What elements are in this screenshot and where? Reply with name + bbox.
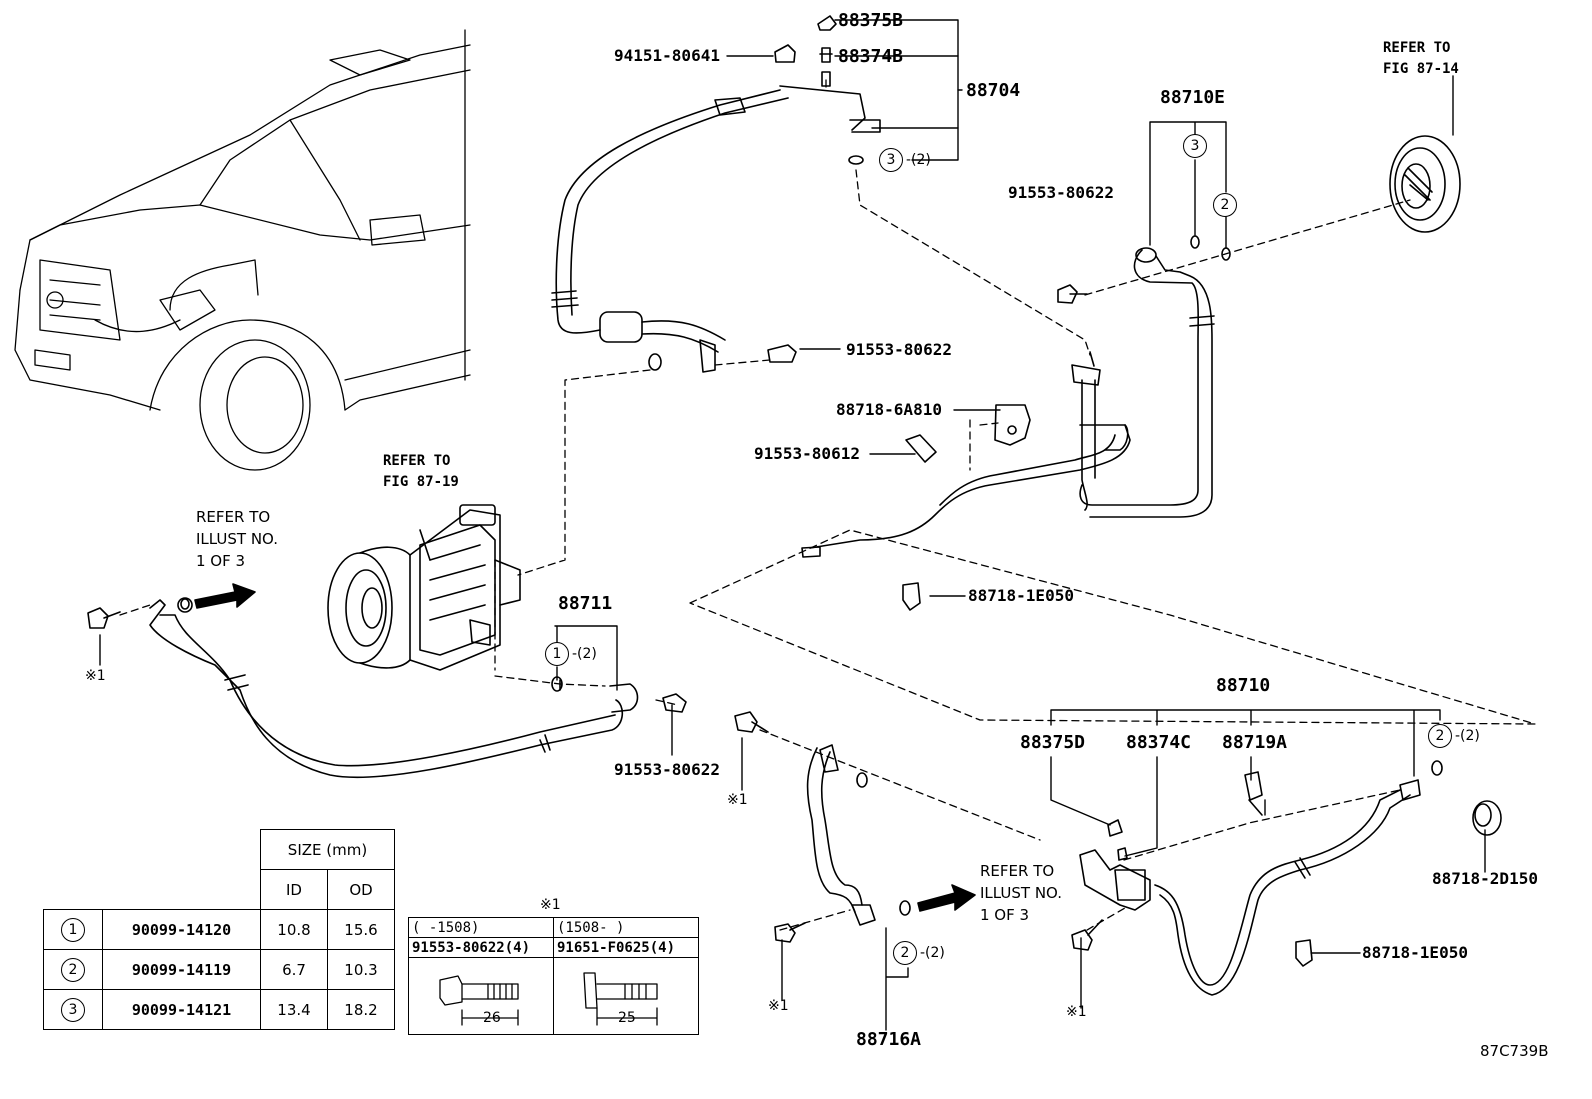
ref-illust-right-line2: ILLUST NO. [980,884,1063,902]
bolt-table-mark: ※1 [540,897,561,913]
dashed-lines [119,79,1536,931]
size-table-col-id: ID [260,869,328,910]
bolt-variant-table: ( -1508) (1508- ) 91553-80622(4) 91651-F… [408,917,699,1035]
size-table-col-od: OD [327,869,395,910]
row-index-cell: 2 [43,949,103,990]
label-88719A: 88719A [1222,732,1288,753]
label-88718-6A810: 88718-6A810 [836,400,942,419]
label-88716A: 88716A [856,1029,922,1050]
row-id: 13.4 [260,989,328,1030]
label-91553-80622-low: 91553-80622 [614,760,720,779]
bolt-mark-left: ※1 [85,668,106,684]
left-hose [149,597,639,779]
label-91553-80612: 91553-80612 [754,444,860,463]
ref-illust-right: REFER TO ILLUST NO. 1 OF 3 [980,860,1062,926]
qty-2-88710: -(2) [1455,728,1480,744]
row-index: 2 [61,957,85,982]
label-88710E: 88710E [1160,87,1226,108]
label-88375D: 88375D [1020,732,1086,753]
bracket-88718-6A810 [994,404,1031,446]
ref-illust-left: REFER TO ILLUST NO. 1 OF 3 [196,506,278,572]
label-94151-80641: 94151-80641 [614,46,720,65]
direction-arrows [194,583,976,912]
qty-2-88716A: -(2) [920,945,945,961]
bolt-mark-middle: ※1 [727,792,748,808]
grommet-fig-87-14 [1389,135,1461,233]
row-index-cell: 1 [43,909,103,950]
label-88375B: 88375B [838,10,904,31]
size-table-blank-2 [44,870,261,910]
label-88711: 88711 [558,593,613,614]
pipe-88710E [1071,247,1215,518]
ref-illust-left-line3: 1 OF 3 [196,552,246,570]
callout-2-88710E: 2 [1213,193,1237,217]
ref-fig-87-19-line2: FIG 87-19 [383,474,459,490]
bolt-range-left: ( -1508) [408,917,554,938]
bolt-mark-lower: ※1 [768,998,789,1014]
bolt-range-right: (1508- ) [553,917,699,938]
row-part: 90099-14121 [102,989,261,1030]
pipe-88716A [806,744,911,926]
callout-3-top: 3 [879,148,903,172]
qty-1-88711: -(2) [572,646,597,662]
row-id: 10.8 [260,909,328,950]
qty-3-top: -(2) [906,152,931,168]
label-88718-2D150: 88718-2D150 [1432,869,1538,888]
vehicle-illustration [14,29,471,471]
label-88704: 88704 [966,80,1021,101]
ref-fig-87-14: REFER TO FIG 87-14 [1383,38,1459,80]
size-table-blank [44,830,261,870]
oring-size-table: SIZE (mm) ID OD 1 90099-14120 10.8 15.6 … [43,829,395,1030]
label-88718-1E050-upper: 88718-1E050 [968,586,1074,605]
liquid-pipe [801,424,1131,558]
row-part: 90099-14120 [102,909,261,950]
callout-2-88710: 2 [1428,724,1452,748]
label-91553-80622-top: 91553-80622 [1008,183,1114,202]
bolt-picture-right: 25 [553,957,699,1035]
label-88374B: 88374B [838,46,904,67]
label-88718-1E050-lower: 88718-1E050 [1362,943,1468,962]
upper-hose [551,85,881,373]
label-88710: 88710 [1216,675,1271,696]
ref-fig-87-19: REFER TO FIG 87-19 [383,451,459,493]
callout-1-88711: 1 [545,642,569,666]
bolt-part-left: 91553-80622(4) [408,937,554,958]
bolt-picture-left: 26 [408,957,554,1035]
callout-2-88716A: 2 [893,941,917,965]
table-row: 2 90099-14119 6.7 10.3 [43,949,395,990]
bolt-length-left: 26 [483,1010,501,1026]
row-index: 1 [61,917,85,942]
row-od: 18.2 [327,989,395,1030]
row-part: 90099-14119 [102,949,261,990]
row-index: 3 [61,997,85,1022]
ref-illust-left-line2: ILLUST NO. [196,530,279,548]
ref-illust-right-line3: 1 OF 3 [980,906,1030,924]
bolt-mark-right: ※1 [1066,1004,1087,1020]
ref-illust-left-line1: REFER TO [196,508,271,526]
ref-fig-87-14-line2: FIG 87-14 [1383,61,1459,77]
row-od: 15.6 [327,909,395,950]
bolt-length-right: 25 [618,1010,636,1026]
label-91553-80622-mid: 91553-80622 [846,340,952,359]
bolt-part-right: 91651-F0625(4) [553,937,699,958]
ref-illust-right-line1: REFER TO [980,862,1055,880]
row-index-cell: 3 [43,989,103,1030]
row-id: 6.7 [260,949,328,990]
label-88374C: 88374C [1126,732,1192,753]
leader-lines [99,19,1486,1031]
ref-fig-87-19-line1: REFER TO [383,453,451,469]
pipe-88710 [1079,760,1443,996]
compressor [327,504,521,671]
callout-3-88710E: 3 [1183,134,1207,158]
ref-fig-87-14-line1: REFER TO [1383,40,1451,56]
fasteners [87,15,1502,967]
diagram-code: 87C739B [1480,1042,1549,1060]
table-row: 3 90099-14121 13.4 18.2 [43,989,395,1030]
size-table-header: SIZE (mm) [260,829,395,870]
row-od: 10.3 [327,949,395,990]
table-row: 1 90099-14120 10.8 15.6 [43,909,395,950]
